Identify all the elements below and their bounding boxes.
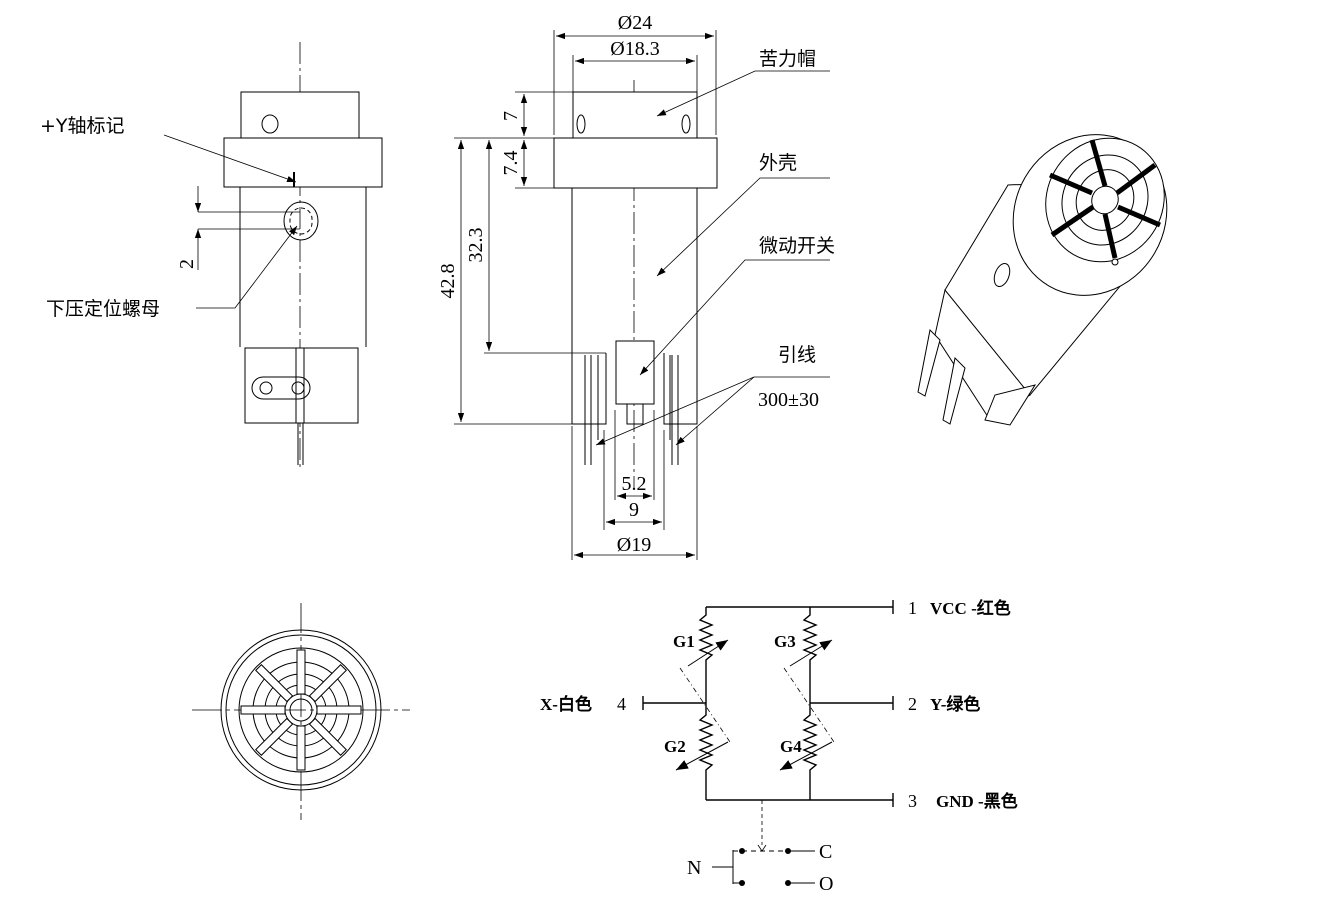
schematic-dots xyxy=(739,848,791,886)
iso-terminal-block xyxy=(985,385,1035,425)
pin1-number: 1 xyxy=(908,598,917,618)
iso-spokes xyxy=(1050,140,1160,258)
resistor-g4 xyxy=(804,703,816,800)
pin3-number: 3 xyxy=(908,791,917,811)
schematic xyxy=(643,600,893,884)
dim-d18-3-label: Ø18.3 xyxy=(610,38,659,60)
pin1-label: VCC -红色 xyxy=(930,598,1011,618)
resistor-g1 xyxy=(700,607,712,703)
locating-nut-label: 下压定位螺母 xyxy=(46,298,160,320)
micro-switch xyxy=(616,341,654,404)
side-cap-hole xyxy=(262,115,278,133)
dim-d24-label: Ø24 xyxy=(618,12,652,34)
side-pin xyxy=(298,423,303,465)
dim-7-label: 7 xyxy=(500,111,522,121)
pin2-label: Y-绿色 xyxy=(930,694,980,714)
end-view xyxy=(192,603,410,820)
switch-c-label: C xyxy=(819,841,832,863)
switch-n-label: N xyxy=(687,857,701,879)
g4-label: G4 xyxy=(780,737,802,756)
front-cap xyxy=(573,92,697,139)
bitter-cap-label: 苦力帽 xyxy=(759,48,816,70)
g1-label: G1 xyxy=(673,632,695,651)
pin3-label: GND -黑色 xyxy=(936,791,1018,811)
housing-label: 外壳 xyxy=(759,152,797,174)
dim-9-label: 9 xyxy=(629,499,639,521)
iso-center-hub xyxy=(1087,181,1124,218)
g2-label: G2 xyxy=(664,737,686,756)
front-collar xyxy=(554,138,717,188)
side-body xyxy=(240,187,366,347)
lead-length-label: 300±30 xyxy=(758,389,819,411)
side-cap xyxy=(241,92,359,139)
micro-switch-label: 微动开关 xyxy=(759,235,835,257)
iso-pin-2 xyxy=(943,358,965,424)
resistor-g2 xyxy=(700,703,712,800)
dim-7-4-label: 7.4 xyxy=(500,151,522,176)
g3-label: G3 xyxy=(774,632,796,651)
iso-nut xyxy=(991,261,1012,288)
lead-wire-label: 引线 xyxy=(778,344,816,366)
end-outer-ring xyxy=(221,630,381,790)
dim-42-8-label: 42.8 xyxy=(437,264,459,299)
side-nut-circle xyxy=(284,202,318,240)
pin2-number: 2 xyxy=(908,694,917,714)
end-spokes xyxy=(241,650,361,770)
side-base xyxy=(245,348,358,423)
pin4-number: 4 xyxy=(617,694,626,714)
resistor-g3 xyxy=(804,607,816,703)
side-view xyxy=(164,42,382,470)
y-axis-mark-label: +Y轴标记 xyxy=(40,115,125,137)
pin4-label: X-白色 xyxy=(540,694,592,714)
dim-32-3-label: 32.3 xyxy=(465,228,487,263)
dim-d19-label: Ø19 xyxy=(617,534,651,556)
isometric-view xyxy=(918,106,1196,425)
iso-pin-1 xyxy=(918,330,940,396)
switch-o-label: O xyxy=(819,873,833,895)
front-body xyxy=(572,188,697,353)
dim-5-2-label: 5.2 xyxy=(622,473,647,495)
side-collar xyxy=(224,138,382,187)
front-view xyxy=(454,30,830,560)
dim-2-label: 2 xyxy=(176,259,198,269)
lead-left xyxy=(585,355,598,465)
side-terminal-slot xyxy=(252,377,310,399)
